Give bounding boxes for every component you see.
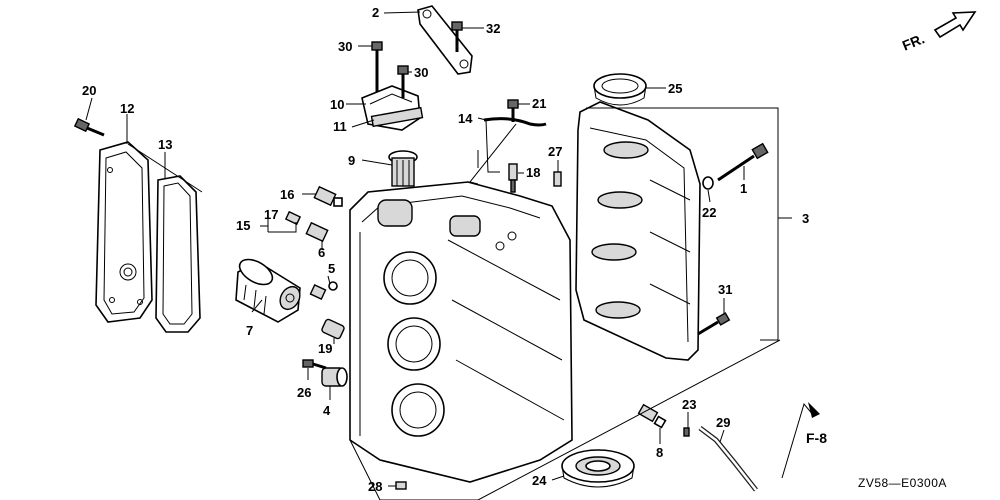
front-direction-arrow-icon bbox=[933, 11, 977, 39]
callout-22: 22 bbox=[702, 205, 717, 220]
callout-19: 19 bbox=[318, 341, 333, 356]
callout-2: 2 bbox=[372, 5, 380, 20]
cylinder-head-cover-part bbox=[95, 141, 153, 323]
bolt-20-part bbox=[73, 117, 105, 137]
plug-19-part bbox=[321, 318, 345, 340]
bolt-30-upper-part bbox=[371, 41, 383, 92]
diagram-code: ZV58—E0300A bbox=[858, 476, 947, 490]
callout-27: 27 bbox=[548, 144, 563, 159]
callout-5: 5 bbox=[328, 261, 336, 276]
callout-6: 6 bbox=[318, 245, 326, 260]
callout-7: 7 bbox=[246, 323, 254, 338]
washer-5-part bbox=[328, 281, 338, 291]
callout-18: 18 bbox=[526, 165, 541, 180]
reference-label: F-8 bbox=[806, 430, 827, 446]
callout-30-upper: 30 bbox=[338, 39, 353, 54]
collar-4-part bbox=[321, 367, 348, 387]
callout-3: 3 bbox=[802, 211, 810, 226]
callout-17: 17 bbox=[264, 207, 279, 222]
callout-1: 1 bbox=[740, 181, 748, 196]
callout-13: 13 bbox=[158, 137, 173, 152]
callout-15: 15 bbox=[236, 218, 251, 233]
bracket-2-part bbox=[417, 5, 473, 75]
pin-28-part bbox=[395, 481, 407, 490]
thermostat-part bbox=[388, 150, 418, 187]
callout-11: 11 bbox=[333, 119, 347, 134]
callout-23: 23 bbox=[682, 397, 697, 412]
callout-30-lower: 30 bbox=[414, 65, 429, 80]
fitting-5-part bbox=[309, 284, 327, 300]
cylinder-block-part bbox=[349, 181, 573, 483]
callout-16: 16 bbox=[280, 187, 295, 202]
callout-20: 20 bbox=[82, 83, 97, 98]
callout-14: 14 bbox=[458, 111, 473, 126]
thermostat-cover-part bbox=[361, 85, 424, 131]
hose-14-part bbox=[483, 117, 547, 127]
bolt-26-part bbox=[302, 359, 327, 370]
callout-4: 4 bbox=[323, 403, 331, 418]
oil-seal-25-part bbox=[593, 73, 647, 106]
switch-17-part bbox=[284, 210, 302, 226]
bolt-32-part bbox=[451, 21, 463, 52]
oil-filter-part bbox=[235, 258, 301, 323]
fitting-18-part bbox=[508, 163, 518, 193]
callout-8: 8 bbox=[656, 445, 664, 460]
pin-27-part bbox=[553, 171, 562, 187]
callout-24: 24 bbox=[532, 473, 547, 488]
callout-9: 9 bbox=[348, 153, 356, 168]
callout-26: 26 bbox=[297, 385, 312, 400]
sensor-6-part bbox=[305, 221, 329, 243]
bearing-24-part bbox=[561, 449, 635, 488]
bolt-31-part bbox=[697, 312, 731, 336]
sender-16-part bbox=[313, 185, 343, 207]
head-cover-gasket-part bbox=[155, 175, 201, 333]
fitting-8-part bbox=[637, 403, 667, 429]
callout-31: 31 bbox=[718, 282, 733, 297]
callout-32: 32 bbox=[486, 21, 501, 36]
callout-25: 25 bbox=[668, 81, 683, 96]
crankcase-part bbox=[575, 101, 701, 361]
callout-29: 29 bbox=[716, 415, 731, 430]
washer-22-part bbox=[702, 176, 714, 190]
callout-21: 21 bbox=[532, 96, 547, 111]
bolt-30-lower-part bbox=[397, 65, 409, 98]
callout-12: 12 bbox=[120, 101, 135, 116]
pin-23-part bbox=[683, 427, 690, 437]
hose-29-part bbox=[698, 426, 758, 492]
callout-10: 10 bbox=[330, 97, 345, 112]
bolt-1-part bbox=[717, 142, 769, 182]
callout-28: 28 bbox=[368, 479, 383, 494]
leader-lines bbox=[85, 11, 820, 500]
